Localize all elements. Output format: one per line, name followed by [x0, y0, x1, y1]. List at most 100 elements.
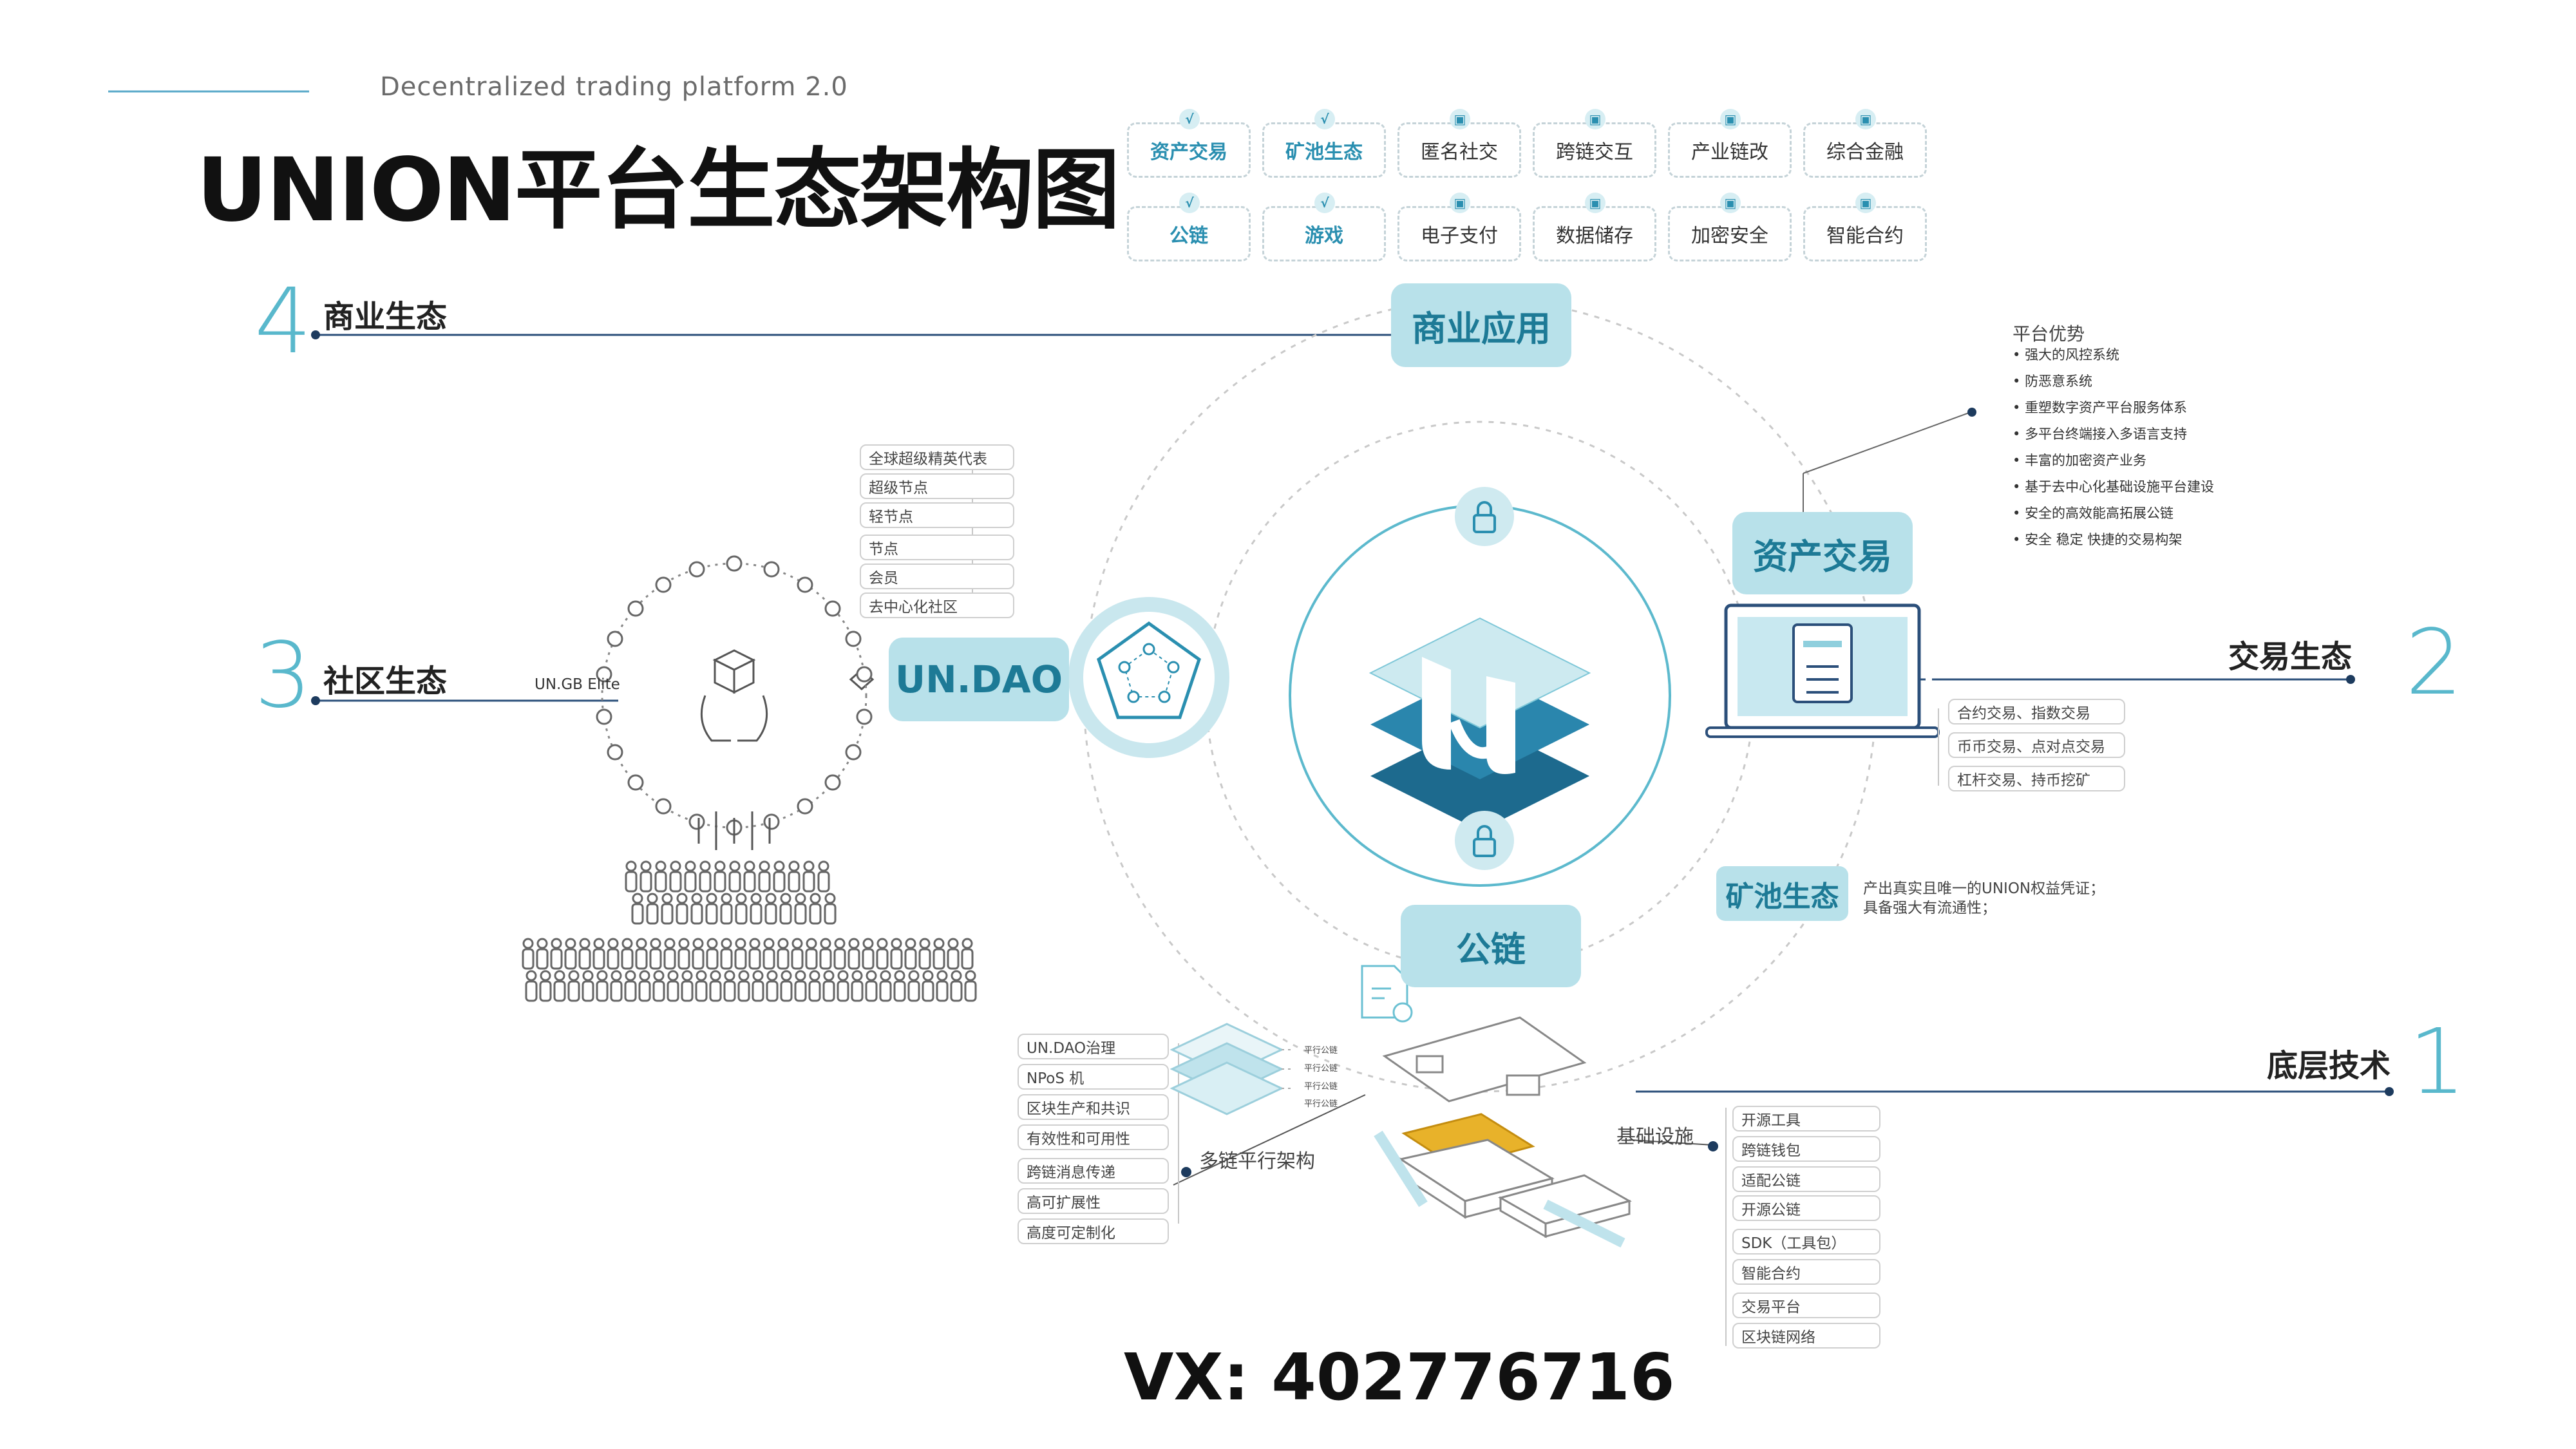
person-head — [780, 893, 791, 904]
person-head — [791, 938, 803, 949]
person-body — [737, 980, 750, 1002]
multichain-item: NPoS 机 — [1018, 1064, 1169, 1090]
person-body — [676, 903, 688, 925]
person-head — [655, 860, 667, 872]
person-head — [632, 893, 643, 904]
person-body — [947, 948, 960, 970]
person-head — [823, 970, 835, 981]
person-body — [876, 948, 889, 970]
person-body — [539, 980, 552, 1002]
person-body — [961, 948, 974, 970]
tag-cross-chain: ▣跨链交互 — [1533, 109, 1656, 178]
role-item: 超级节点 — [860, 473, 1014, 499]
person-head — [639, 970, 650, 981]
person-body — [734, 948, 747, 970]
person-body — [773, 871, 786, 893]
page-title: UNION平台生态架构图 — [196, 140, 1120, 242]
layer-label: 平行公链 — [1304, 1082, 1338, 1092]
person-head — [653, 970, 665, 981]
person-head — [961, 938, 973, 949]
person-head — [650, 938, 661, 949]
person-body — [667, 980, 679, 1002]
tag-label: 产业链改 — [1691, 141, 1768, 164]
person-head — [596, 970, 608, 981]
person-head — [568, 970, 580, 981]
multichain-item: UN.DAO治理 — [1018, 1034, 1169, 1059]
check-icon: √ — [1314, 193, 1335, 213]
person-head — [866, 970, 877, 981]
hub-asset-trading: 资产交易 — [1732, 512, 1913, 594]
person-head — [905, 938, 916, 949]
advantage-item: • 重塑数字资产平台服务体系 — [2012, 400, 2188, 415]
person-body — [596, 980, 609, 1002]
person-head — [565, 938, 576, 949]
person-head — [820, 938, 831, 949]
person-head — [738, 970, 750, 981]
check-icon: √ — [1179, 193, 1200, 213]
person-head — [752, 970, 764, 981]
person-head — [582, 970, 594, 981]
tag-data-storage: ▣数据储存 — [1533, 193, 1656, 261]
person-head — [947, 938, 959, 949]
person-body — [646, 903, 659, 925]
person-body — [904, 948, 917, 970]
person-head — [834, 938, 846, 949]
person-body — [809, 903, 822, 925]
section-label-3: 社区生态 — [323, 663, 448, 699]
person-head — [691, 893, 703, 904]
person-body — [695, 980, 708, 1002]
person-body — [625, 871, 638, 893]
person-body — [780, 980, 793, 1002]
person-body — [661, 903, 674, 925]
person-head — [710, 970, 721, 981]
multichain-label: 多链平行架构 — [1199, 1150, 1315, 1173]
person-body — [907, 980, 920, 1002]
person-body — [624, 980, 637, 1002]
person-body — [610, 980, 623, 1002]
person-head — [714, 860, 726, 872]
person-body — [720, 948, 733, 970]
person-head — [750, 893, 762, 904]
check-icon: √ — [1179, 109, 1200, 129]
person-head — [526, 970, 537, 981]
person-head — [848, 938, 860, 949]
person-head — [664, 938, 676, 949]
person-body — [692, 948, 705, 970]
role-item: 会员 — [860, 564, 1014, 589]
section-number-2: 2 — [2405, 611, 2463, 715]
person-head — [749, 938, 761, 949]
person-body — [684, 871, 697, 893]
mining-desc-line1: 产出真实且唯一的UNION权益凭证； — [1863, 880, 2105, 897]
tag-label: 综合金融 — [1826, 141, 1904, 164]
infra-item: 交易平台 — [1732, 1293, 1880, 1318]
person-head — [699, 860, 711, 872]
subtitle: Decentralized trading platform 2.0 — [380, 72, 848, 102]
section-number-4: 4 — [254, 269, 312, 374]
lock-icon: ▣ — [1585, 193, 1605, 213]
person-head — [876, 938, 888, 949]
person-body — [525, 980, 538, 1002]
person-head — [721, 938, 732, 949]
person-body — [833, 948, 846, 970]
person-head — [908, 970, 920, 981]
person-head — [607, 938, 619, 949]
person-body — [750, 903, 762, 925]
advantages-heading: 平台优势 — [2012, 323, 2085, 345]
person-head — [640, 860, 652, 872]
tag-anon-social: ▣匿名社交 — [1397, 109, 1521, 178]
person-head — [540, 970, 551, 981]
person-head — [554, 970, 565, 981]
person-body — [567, 980, 580, 1002]
person-head — [724, 970, 735, 981]
person-body — [950, 980, 963, 1002]
person-head — [795, 970, 806, 981]
person-head — [862, 938, 874, 949]
infra-item: 区块链网络 — [1732, 1323, 1880, 1349]
tag-mining: √矿池生态 — [1262, 109, 1386, 178]
person-head — [667, 970, 679, 981]
person-head — [824, 893, 836, 904]
mining-desc-line2: 具备强大有流通性； — [1863, 900, 1996, 916]
section-label-1: 底层技术 — [2267, 1048, 2391, 1084]
person-body — [705, 903, 718, 925]
person-head — [837, 970, 849, 981]
